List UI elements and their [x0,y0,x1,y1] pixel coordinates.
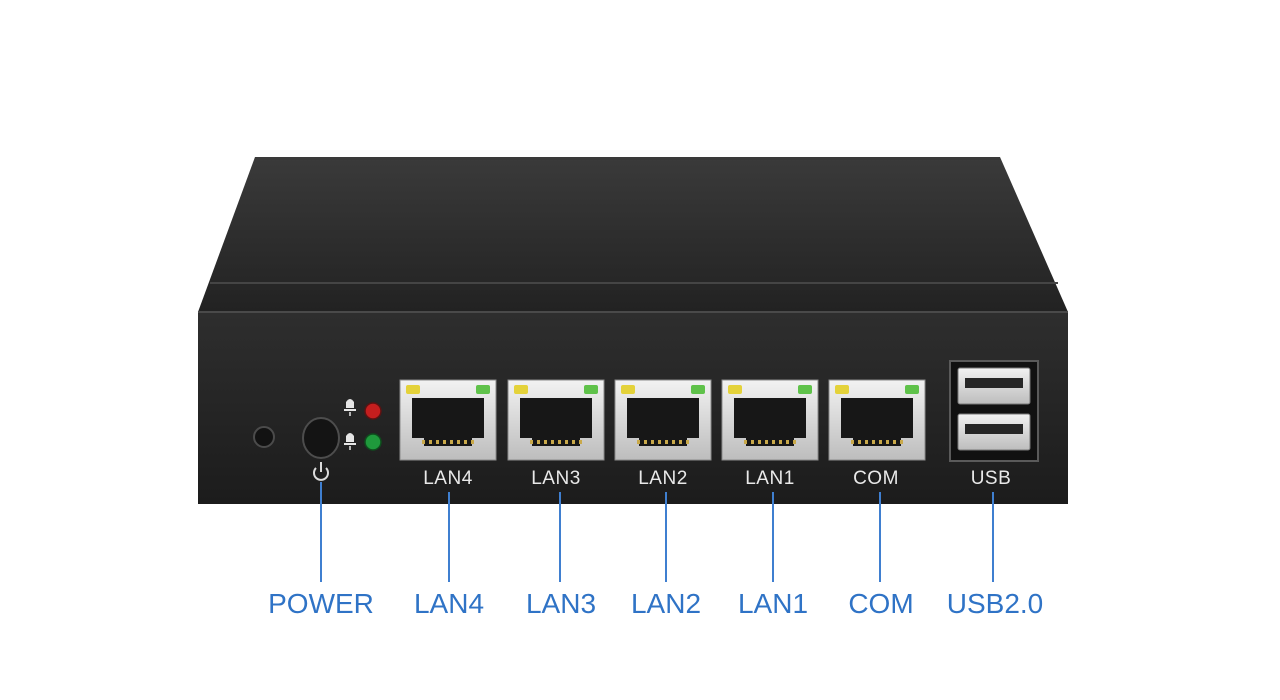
leader-line-power [320,482,322,582]
callout-power: POWER [268,588,374,619]
port-led-yellow [728,385,742,394]
callout-usb: USB2.0 [946,588,1044,619]
lamp-icon-top [344,399,356,416]
panel-label-lan4: LAN4 [423,468,473,489]
port-led-green [798,385,812,394]
panel-label-lan3: LAN3 [531,468,581,489]
port-led-yellow [514,385,528,394]
rj45-port-lan1 [721,379,819,461]
panel-label-lan1: LAN1 [745,468,795,489]
power-button [302,417,340,459]
leader-line-lan2 [665,492,667,582]
rj45-port-lan3 [507,379,605,461]
lamp-icon-bottom [344,433,356,450]
callout-lan4: LAN4 [413,588,485,619]
leader-line-lan4 [448,492,450,582]
rj45-port-com [828,379,926,461]
leader-line-com [879,492,881,582]
panel-label-usb: USB [970,468,1012,489]
port-led-green [584,385,598,394]
port-led-green [905,385,919,394]
led-green [364,433,382,451]
port-led-yellow [835,385,849,394]
rj45-port-lan4 [399,379,497,461]
callout-com: COM [848,588,914,619]
led-red [364,402,382,420]
reset-hole-icon [253,426,275,448]
usb-port-block [949,360,1039,462]
leader-line-lan3 [559,492,561,582]
callout-lan3: LAN3 [525,588,597,619]
power-symbol-icon [313,462,329,481]
leader-line-usb [992,492,994,582]
panel-label-lan2: LAN2 [638,468,688,489]
port-led-green [691,385,705,394]
callout-lan1: LAN1 [737,588,809,619]
panel-label-com: COM [853,468,899,489]
leader-line-lan1 [772,492,774,582]
port-led-yellow [621,385,635,394]
port-led-yellow [406,385,420,394]
chassis-top [198,157,1068,312]
callout-lan2: LAN2 [630,588,702,619]
port-led-green [476,385,490,394]
rj45-port-lan2 [614,379,712,461]
